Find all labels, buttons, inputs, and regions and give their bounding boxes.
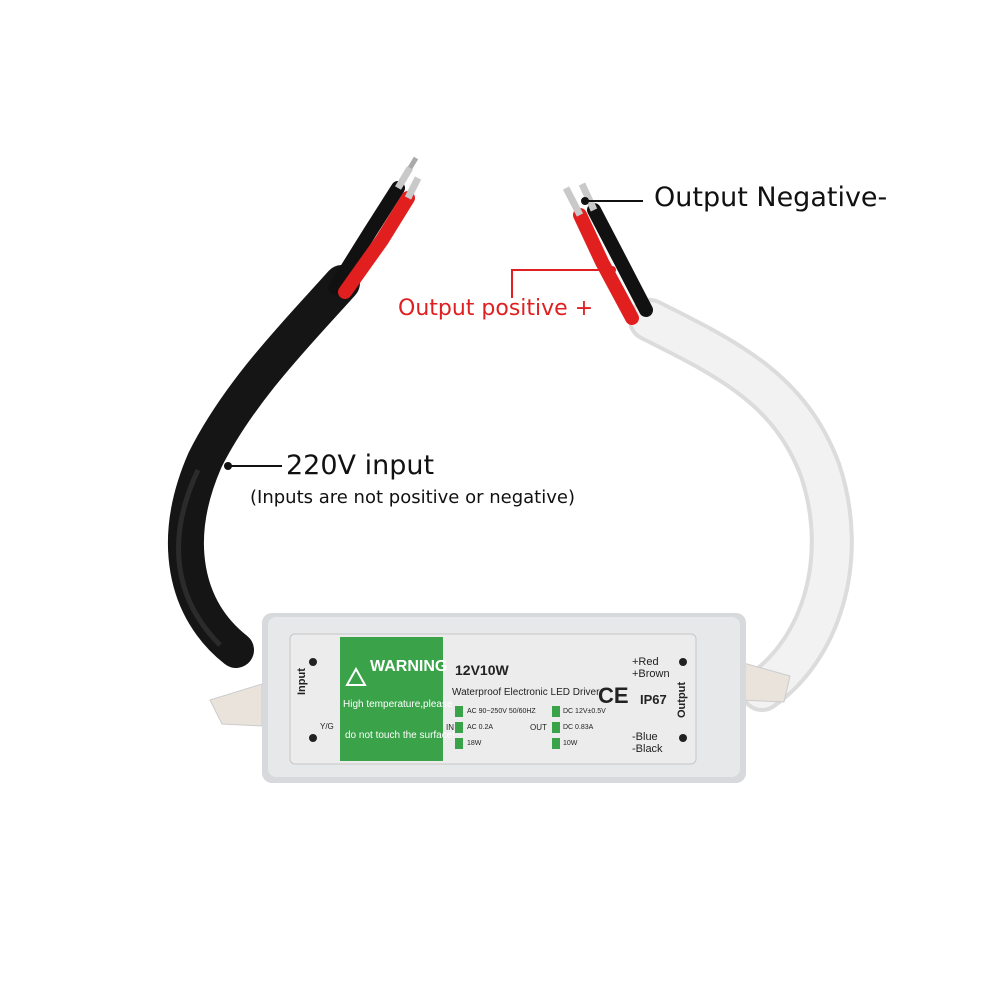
model-label: 12V10W	[455, 662, 509, 678]
output-positive-label: Output positive +	[398, 296, 594, 321]
input-label: 220V input	[286, 450, 435, 481]
output-side-label: Output	[676, 681, 688, 718]
output-cable	[562, 182, 854, 712]
warning-line-1: High temperature,please	[343, 699, 453, 710]
description-label: Waterproof Electronic LED Driver	[452, 687, 600, 698]
out-current: DC 0.83A	[563, 724, 594, 731]
positive-brown: +Brown	[632, 668, 670, 680]
output-negative-label: Output Negative-	[654, 182, 888, 213]
out-label: OUT	[530, 723, 547, 732]
positive-red: +Red	[632, 656, 659, 668]
out-power: 10W	[563, 740, 578, 747]
in-label: IN	[446, 723, 454, 732]
input-side-label: Input	[296, 668, 308, 695]
driver-body	[262, 613, 746, 783]
ce-mark: CE	[598, 683, 629, 708]
negative-black: -Black	[632, 743, 663, 755]
warning-title: WARNING	[370, 658, 448, 675]
callout-lines	[224, 197, 643, 470]
ground-yg-label: Y/G	[320, 722, 334, 731]
input-note-label: (Inputs are not positive or negative)	[250, 487, 575, 508]
warning-line-2: do not touch the surface!	[345, 730, 456, 741]
in-voltage: AC 90~250V 50/60HZ	[467, 708, 536, 715]
ip-rating: IP67	[640, 692, 667, 707]
negative-blue: -Blue	[632, 731, 658, 743]
in-power: 18W	[467, 740, 482, 747]
out-voltage: DC 12V±0.5V	[563, 708, 606, 715]
input-cable	[168, 156, 422, 668]
in-current: AC 0.2A	[467, 724, 494, 731]
